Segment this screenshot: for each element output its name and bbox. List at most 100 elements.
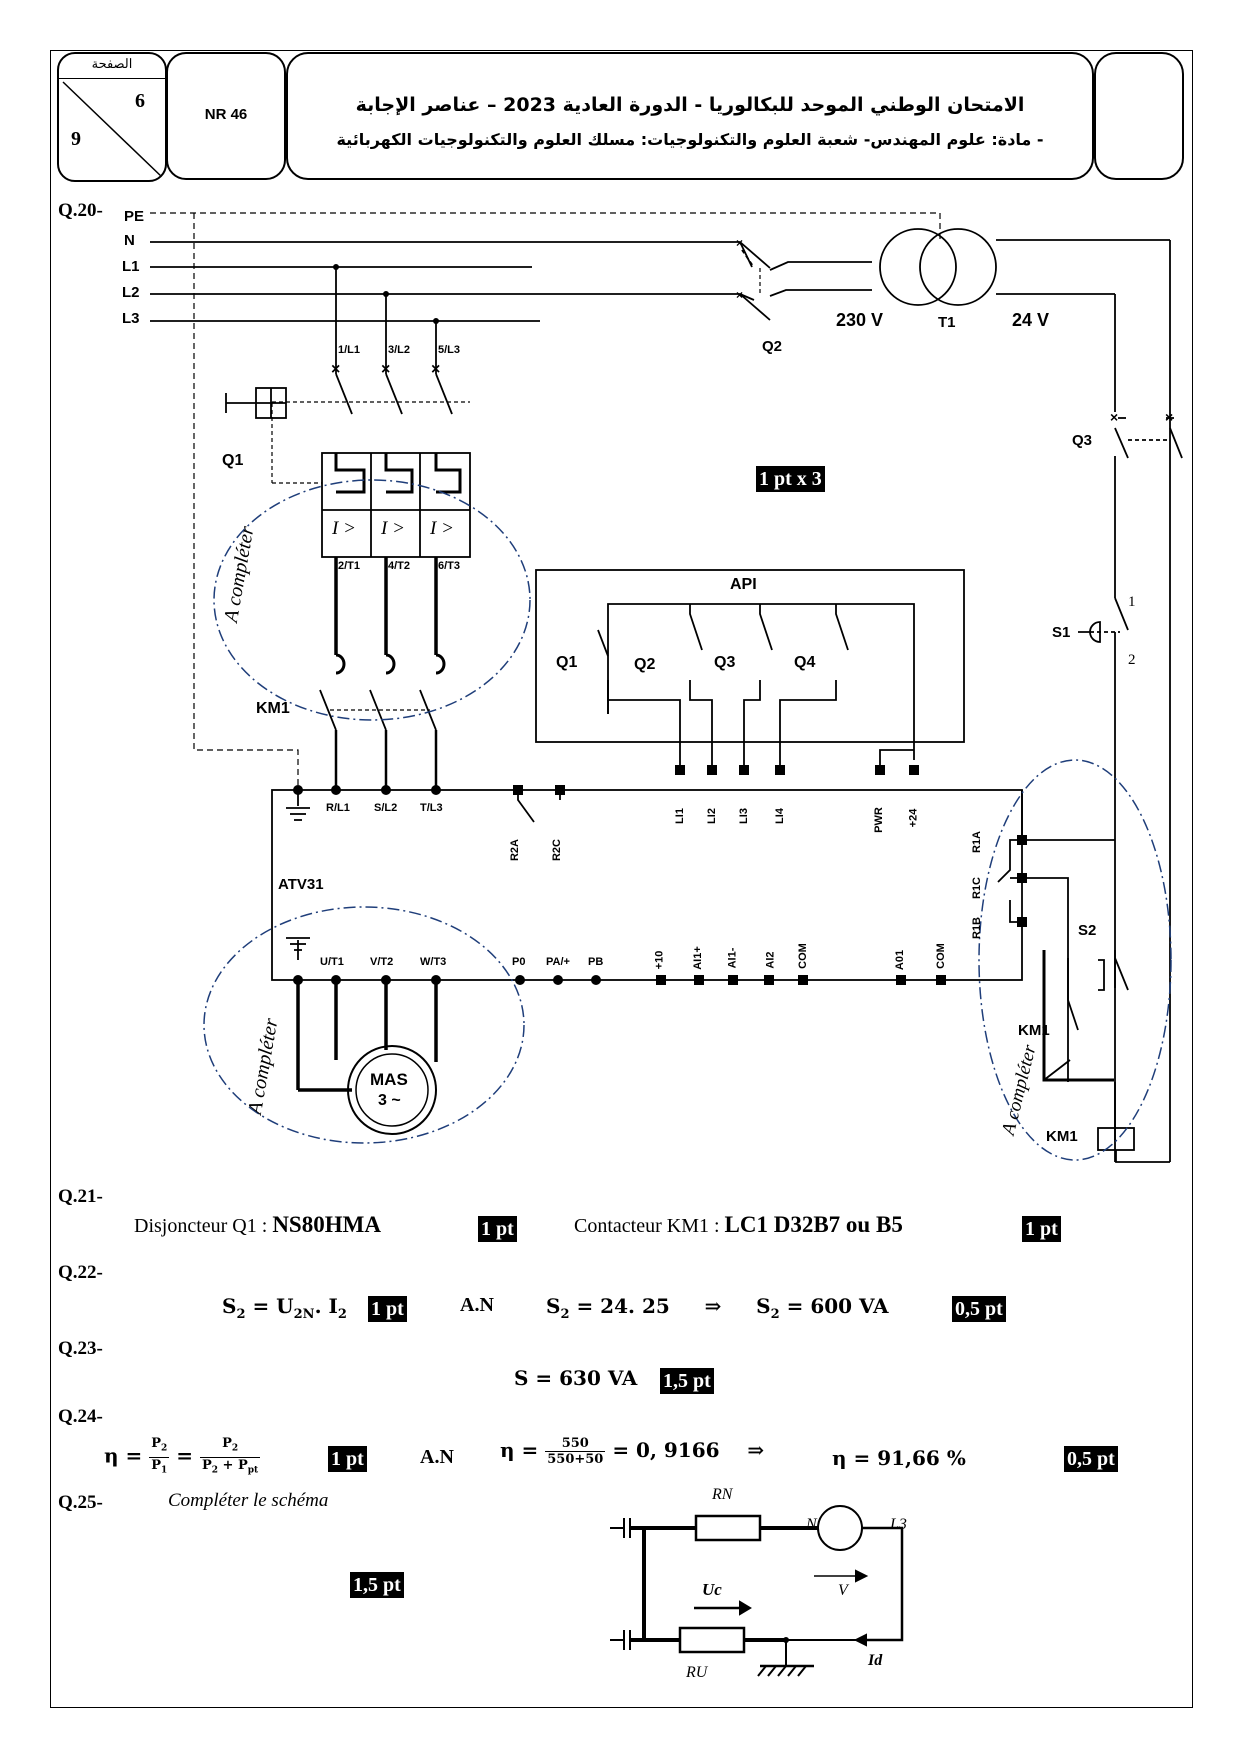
blank-box xyxy=(1094,52,1184,180)
term-pb: PB xyxy=(588,956,604,968)
term-wt3: W/T3 xyxy=(420,956,447,968)
q21-breaker: Disjoncteur Q1 : NS80HMA xyxy=(134,1212,381,1238)
term-p0: P0 xyxy=(512,956,526,968)
term-pa: PA/+ xyxy=(546,956,570,968)
term-ai2: AI2 xyxy=(764,951,777,969)
q24-result-points: 0,5 pt xyxy=(1064,1446,1118,1472)
term-a01: A01 xyxy=(894,949,907,971)
q24-formula-points: 1 pt xyxy=(328,1446,367,1472)
q22-an: A.N xyxy=(460,1294,494,1316)
trip-2: I > xyxy=(381,518,405,539)
term-li4: LI4 xyxy=(773,808,786,824)
t1-label: T1 xyxy=(938,314,956,331)
km1-power-label: KM1 xyxy=(256,700,290,717)
line-l2: L2 xyxy=(122,284,140,301)
q21-label: Q.21- xyxy=(58,1186,103,1207)
q24-label: Q.24- xyxy=(58,1406,103,1427)
page-frame xyxy=(50,50,1193,1708)
q21-breaker-text: Disjoncteur Q1 : xyxy=(134,1215,273,1237)
page-total: 9 xyxy=(71,128,81,150)
q22-calc: S2 = 24. 25 ⇒ S2 = 600 VA xyxy=(546,1294,889,1322)
q22-formula-points: 1 pt xyxy=(368,1296,407,1322)
api-q1: Q1 xyxy=(556,654,578,671)
q22-label: Q.22- xyxy=(58,1262,103,1283)
page-number-box: الصفحة 6 9 xyxy=(57,52,167,182)
v24-label: 24 V xyxy=(1012,310,1050,330)
q25-points: 1,5 pt xyxy=(350,1572,404,1598)
q25-ru: RU xyxy=(686,1664,708,1681)
q23-label: Q.23- xyxy=(58,1338,103,1359)
q23-formula: S = 630 VA xyxy=(514,1366,638,1390)
term-ai1p: AI1+ xyxy=(691,946,704,970)
pole-5l3: 5/L3 xyxy=(438,344,461,356)
pole-6t3: 6/T3 xyxy=(438,560,461,572)
term-ai1m: AI1- xyxy=(726,947,739,969)
q25-rn: RN xyxy=(712,1486,733,1503)
line-l1: L1 xyxy=(122,258,140,275)
q23-points: 1,5 pt xyxy=(660,1368,714,1394)
exam-code-box: NR 46 xyxy=(166,52,286,180)
q22-result-points: 0,5 pt xyxy=(952,1296,1006,1322)
q3-label: Q3 xyxy=(1072,432,1093,449)
s1-pin1: 1 xyxy=(1128,594,1136,610)
q25-v: V xyxy=(838,1582,848,1599)
q25-l3: L3 xyxy=(890,1516,907,1533)
q25-n: N xyxy=(806,1516,817,1533)
svg-text:×: × xyxy=(431,361,440,378)
term-r1c: R1C xyxy=(971,876,984,900)
title-box: الامتحان الوطني الموحد للبكالوريا - الدو… xyxy=(286,52,1094,180)
term-ut1: U/T1 xyxy=(320,956,344,968)
q24-result: η = 91,66 % xyxy=(832,1446,966,1470)
term-tl3: T/L3 xyxy=(420,802,443,814)
s1-pin2: 2 xyxy=(1128,652,1136,668)
term-r2c: R2C xyxy=(551,838,564,862)
exam-code: NR 46 xyxy=(204,106,248,123)
term-com1: COM xyxy=(796,943,809,969)
pole-3l2: 3/L2 xyxy=(388,344,411,356)
pole-4t2: 4/T2 xyxy=(388,560,411,572)
motor-label-2: 3 ~ xyxy=(378,1092,401,1109)
q21-contactor: Contacteur KM1 : LC1 D32B7 ou B5 xyxy=(574,1212,903,1238)
term-li3: LI3 xyxy=(737,808,750,824)
q1-label: Q1 xyxy=(222,452,244,469)
term-pwr: PWR xyxy=(872,807,885,833)
api-q4: Q4 xyxy=(794,654,816,671)
svg-text:×: × xyxy=(381,361,390,378)
s1-label: S1 xyxy=(1052,624,1071,641)
v230-label: 230 V xyxy=(836,310,884,330)
km1-coil-label: KM1 xyxy=(1046,1128,1078,1145)
svg-text:×: × xyxy=(331,361,340,378)
q25-uc: Uc xyxy=(702,1580,722,1599)
trip-3: I > xyxy=(430,518,454,539)
q22-formula: S2 = U2N. I2 xyxy=(222,1294,347,1322)
term-rl1: R/L1 xyxy=(326,802,350,814)
term-24: +24 xyxy=(907,808,920,828)
s2-label: S2 xyxy=(1078,922,1097,939)
atv-label: ATV31 xyxy=(278,876,324,893)
page-label: الصفحة xyxy=(91,56,133,71)
q21-contactor-text: Contacteur KM1 : xyxy=(574,1215,725,1237)
term-sl2: S/L2 xyxy=(374,802,398,814)
api-label: API xyxy=(730,576,757,593)
trip-1: I > xyxy=(332,518,356,539)
api-q3: Q3 xyxy=(714,654,736,671)
line-n: N xyxy=(124,232,135,249)
pole-2t1: 2/T1 xyxy=(338,560,361,572)
q2-label: Q2 xyxy=(762,338,783,355)
term-r1b: R1B xyxy=(971,916,984,940)
q21-breaker-value: NS80HMA xyxy=(272,1212,381,1237)
svg-text:×: × xyxy=(1110,409,1118,425)
q25-circuit xyxy=(610,1505,904,1677)
q20-label: Q.20- xyxy=(58,200,103,221)
term-r1a: R1A xyxy=(971,830,984,854)
line-l3: L3 xyxy=(122,310,140,327)
page-num: 6 xyxy=(135,90,145,112)
q21-contactor-value: LC1 D32B7 ou B5 xyxy=(724,1212,903,1237)
q25-id: Id xyxy=(868,1652,883,1669)
title-line1: الامتحان الوطني الموحد للبكالوريا - الدو… xyxy=(355,94,1025,116)
q21-contactor-points: 1 pt xyxy=(1022,1216,1061,1242)
q20-schematic: × × × × × × × xyxy=(150,212,1183,1163)
km1-contact-label: KM1 xyxy=(1018,1022,1050,1039)
q20-points: 1 pt x 3 xyxy=(756,466,825,492)
